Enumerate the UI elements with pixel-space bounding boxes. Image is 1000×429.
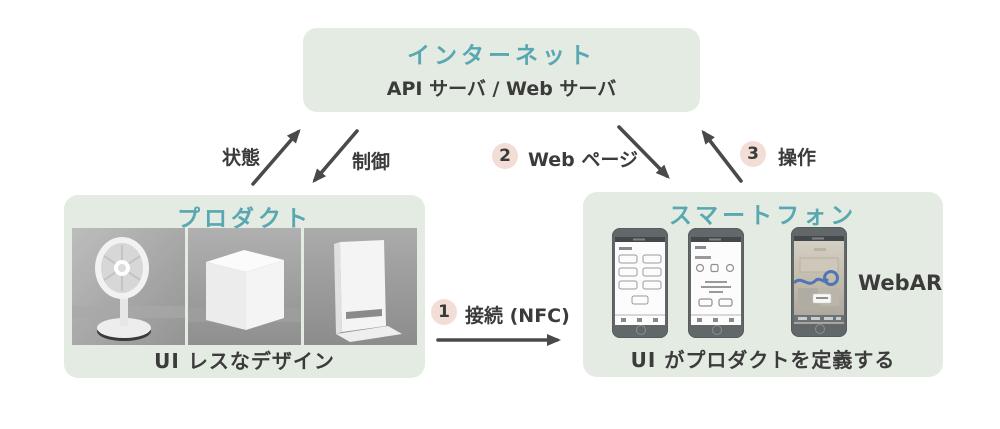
internet-title: インターネット: [407, 43, 596, 69]
step-1-badge: 1: [431, 299, 457, 325]
ar-camera-view-icon: [794, 236, 844, 324]
cube-icon: [188, 228, 301, 345]
home-button-icon: [636, 325, 646, 335]
product-title: プロダクト: [177, 206, 312, 232]
form-ui-icon: [615, 237, 665, 322]
product-caption: UI レスなデザイン: [154, 349, 335, 373]
dispenser-icon: [304, 228, 417, 345]
internet-box: インターネット API サーバ / Web サーバ: [303, 28, 700, 112]
phone-screen-webar: [794, 236, 844, 324]
fan-photo: [72, 228, 185, 345]
webar-label: WebAR: [858, 271, 943, 295]
step-3-badge: 3: [740, 141, 766, 167]
phone-mockup-form: [612, 228, 668, 338]
cube-box-photo: [188, 228, 301, 345]
smartphone-title: スマートフォン: [668, 203, 858, 229]
fan-icon: [72, 228, 185, 345]
phone-mockup-webar: [791, 227, 847, 337]
control-label: 制御: [352, 151, 391, 173]
dispenser-photo: [304, 228, 417, 345]
step-2-badge: 2: [492, 143, 518, 169]
phone-screen-form: [615, 237, 665, 325]
phone-mockup-controls: [688, 228, 744, 338]
controls-ui-icon: [691, 237, 741, 322]
home-button-icon: [712, 325, 722, 335]
operate-label: 操作: [778, 147, 817, 169]
internet-subtitle: API サーバ / Web サーバ: [386, 78, 617, 100]
status-label: 状態: [222, 147, 261, 169]
webpage-label: Web ページ: [528, 149, 639, 171]
connect-label: 接続 (NFC): [465, 305, 570, 327]
operate-arrow: [701, 129, 743, 183]
phone-screen-controls: [691, 237, 741, 325]
product-photo-strip: [72, 228, 417, 345]
smartphone-caption: UI がプロダクトを定義する: [630, 348, 896, 372]
home-button-icon: [815, 324, 825, 334]
control-arrow: [312, 129, 359, 184]
